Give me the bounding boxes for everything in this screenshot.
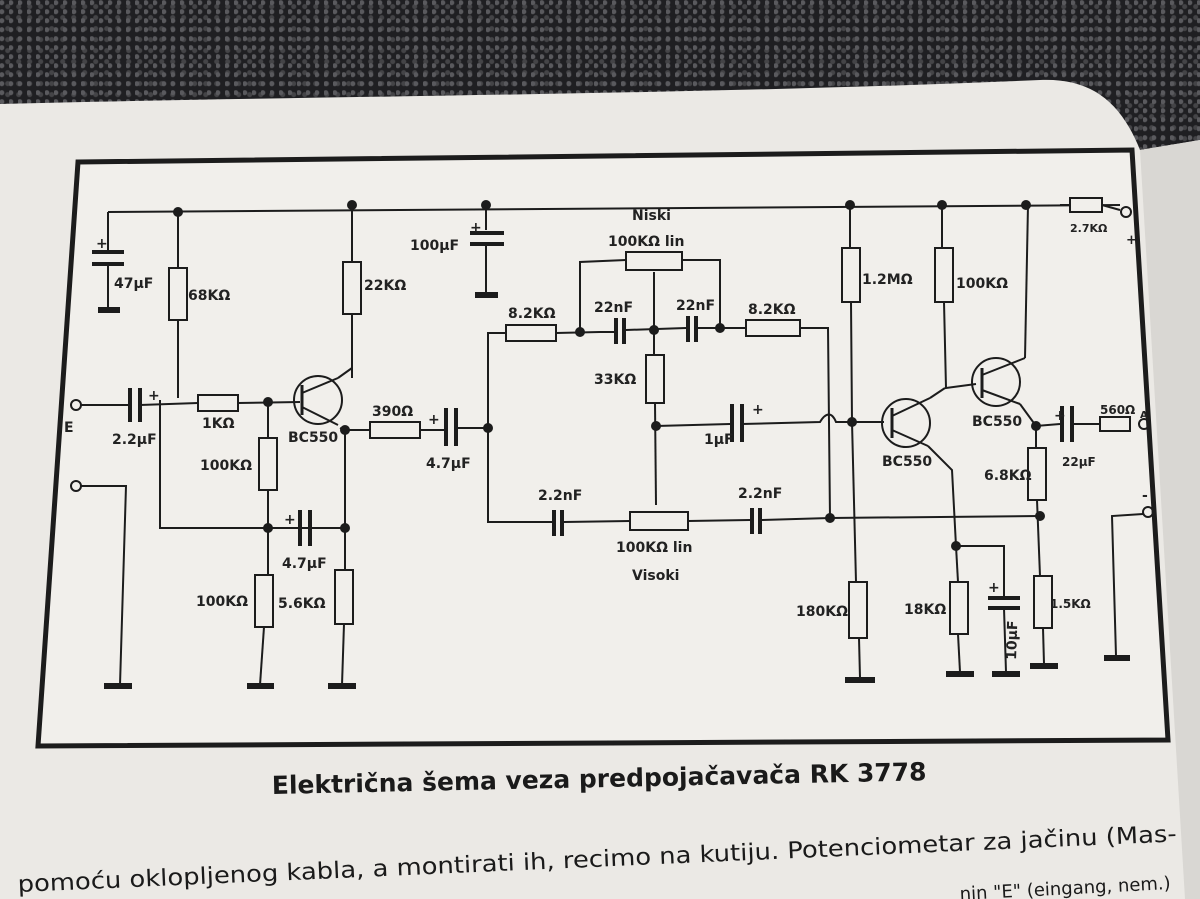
label-niski: Niski: [632, 208, 671, 224]
label-r-390: 390Ω: [372, 404, 413, 420]
label-visoki: Visoki: [632, 568, 679, 584]
label-r-180k: 180KΩ: [796, 604, 848, 620]
label-q3: BC550: [972, 414, 1022, 430]
schematic-labels: E 47µF 68KΩ 2.2µF 1KΩ 100KΩ 22KΩ BC550 3…: [64, 208, 1148, 660]
label-c-22n-b: 22nF: [676, 298, 715, 314]
label-c-22u: 22µF: [1062, 455, 1096, 469]
svg-text:+: +: [470, 220, 482, 236]
label-plus: +: [1126, 233, 1137, 248]
svg-text:+: +: [96, 236, 108, 252]
svg-text:+: +: [1054, 408, 1066, 424]
label-r-8-2k-a: 8.2KΩ: [508, 306, 556, 322]
label-q1: BC550: [288, 430, 338, 446]
label-r-100k-b: 100KΩ: [196, 594, 248, 610]
label-pot-top: 100KΩ lin: [608, 234, 684, 250]
svg-text:+: +: [284, 512, 296, 528]
label-r-5-6k: 5.6KΩ: [278, 596, 326, 612]
label-c-4-7u-a: 4.7µF: [426, 456, 471, 472]
label-r-8-2k-b: 8.2KΩ: [748, 302, 796, 318]
label-c-2-2n-b: 2.2nF: [738, 486, 782, 502]
label-pot-bottom: 100KΩ lin: [616, 540, 692, 556]
label-r-100k-a: 100KΩ: [200, 458, 252, 474]
label-r-6-8k: 6.8KΩ: [984, 468, 1032, 484]
label-r-100k-c: 100KΩ: [956, 276, 1008, 292]
label-r-1k: 1KΩ: [202, 416, 235, 432]
svg-text:+: +: [988, 580, 1000, 596]
svg-text:+: +: [752, 402, 764, 418]
label-r-33k: 33KΩ: [594, 372, 636, 388]
label-out-a: A: [1140, 410, 1148, 421]
label-r-2-7k: 2.7KΩ: [1070, 222, 1108, 235]
label-r-22k: 22KΩ: [364, 278, 406, 294]
svg-text:+: +: [428, 412, 440, 428]
label-minus: -: [1142, 488, 1148, 504]
label-r-1-2m: 1.2MΩ: [862, 272, 913, 288]
label-r-68k: 68KΩ: [188, 288, 230, 304]
label-c-22n-a: 22nF: [594, 300, 633, 316]
label-input-e: E: [64, 420, 74, 436]
label-c-2-2n-a: 2.2nF: [538, 488, 582, 504]
label-r-18k: 18KΩ: [904, 602, 946, 618]
label-c-47u: 47µF: [114, 276, 153, 292]
junctions: [173, 200, 1045, 551]
svg-text:+: +: [148, 388, 160, 404]
label-c-100u: 100µF: [410, 238, 459, 254]
label-c-10u: 10µF: [1004, 620, 1021, 660]
schematic-frame: [35, 147, 1171, 749]
label-r-560: 560Ω: [1100, 403, 1135, 417]
label-c-2-2u: 2.2µF: [112, 432, 157, 448]
label-c-1u: 1µF: [704, 432, 734, 448]
label-c-4-7u-b: 4.7µF: [282, 556, 327, 572]
label-r-1-5k: 1.5KΩ: [1050, 597, 1091, 611]
label-q2: BC550: [882, 454, 932, 470]
